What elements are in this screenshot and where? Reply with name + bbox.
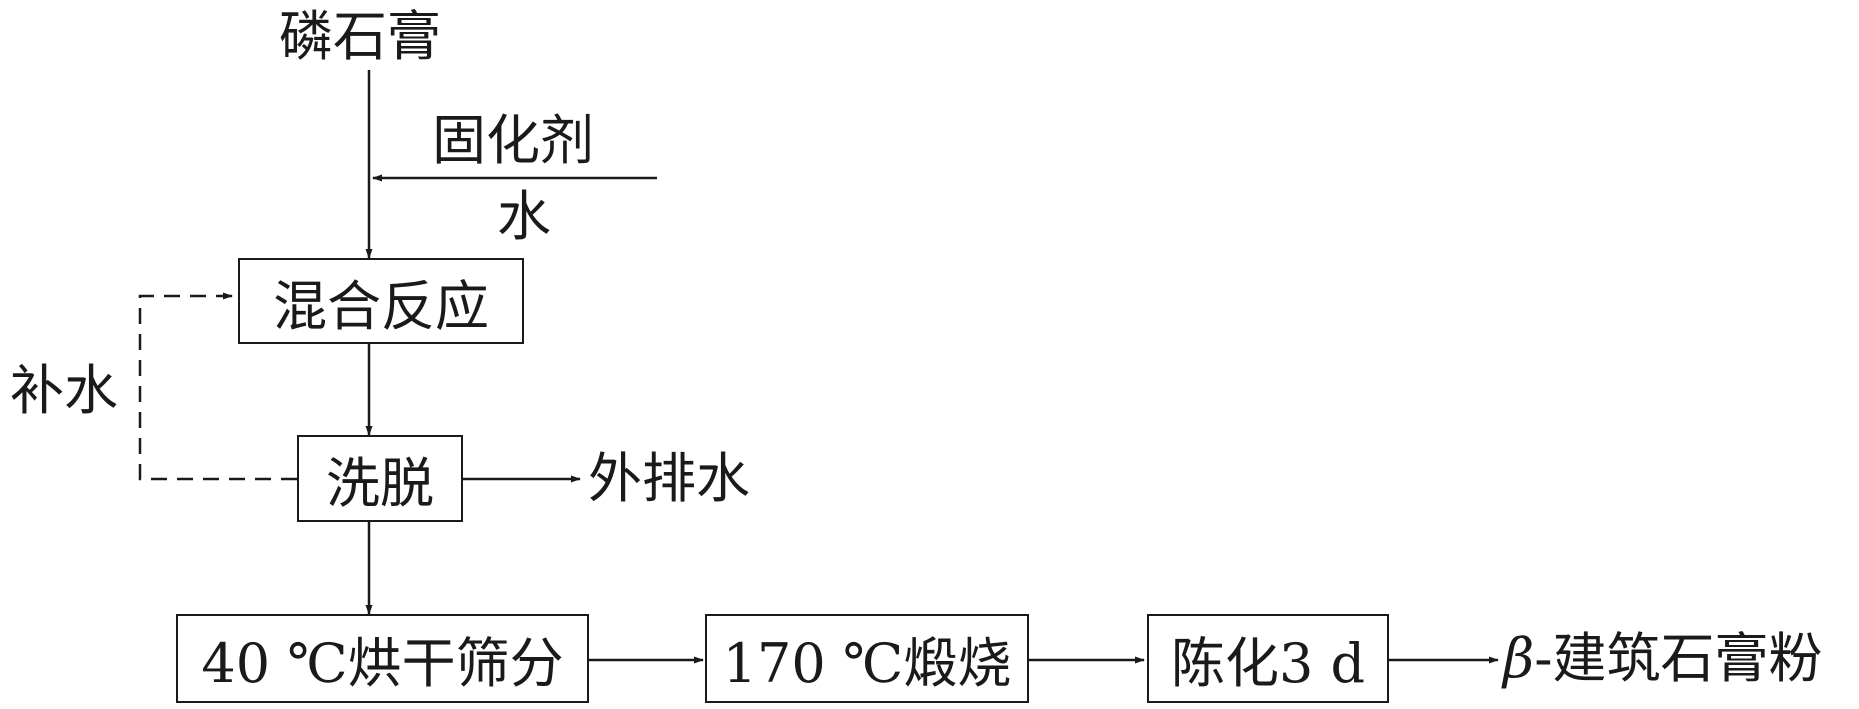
elution-label: 洗脱	[326, 452, 434, 515]
calcine-box: 170 ℃煅烧	[705, 614, 1029, 703]
beta-symbol: β	[1503, 627, 1535, 690]
elution-box: 洗脱	[297, 435, 463, 522]
calcine-label: 170 ℃煅烧	[722, 632, 1012, 695]
recycle-makeup-water-line	[138, 292, 297, 481]
aging-box: 陈化3 d	[1147, 614, 1389, 703]
aging-label: 陈化3 d	[1170, 632, 1366, 695]
curing-agent-label: 固化剂	[432, 109, 594, 172]
mix-reaction-label: 混合反应	[273, 274, 489, 338]
makeup-water-label: 补水	[10, 359, 118, 422]
mix-reaction-box: 混合反应	[238, 258, 524, 344]
product-label: β-建筑石膏粉	[1503, 632, 1822, 686]
dry-sieve-box: 40 ℃烘干筛分	[176, 614, 589, 703]
product-name: -建筑石膏粉	[1534, 627, 1823, 690]
water-label: 水	[497, 185, 551, 248]
raw-material-label: 磷石膏	[279, 5, 441, 68]
discharge-water-label: 外排水	[588, 447, 750, 510]
dry-sieve-label: 40 ℃烘干筛分	[201, 632, 564, 695]
